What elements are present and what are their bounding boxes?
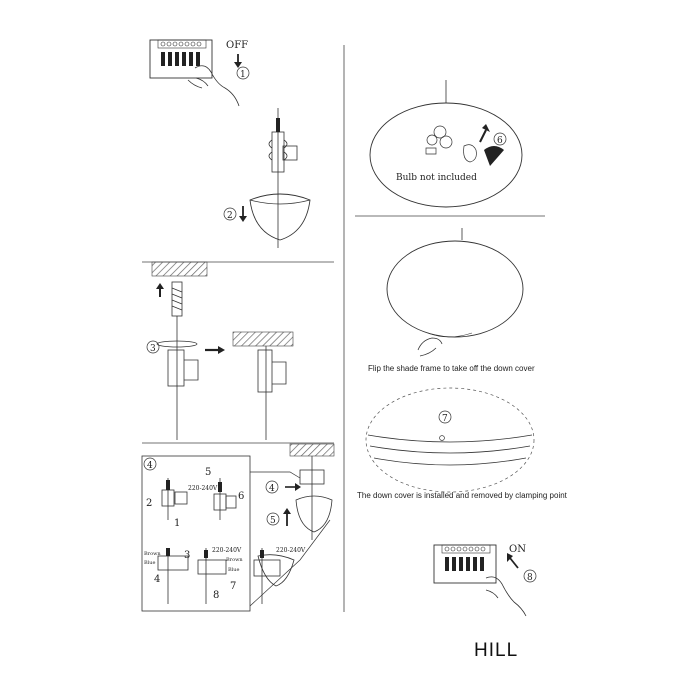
off-label: OFF — [226, 40, 248, 51]
svg-text:7: 7 — [230, 581, 236, 592]
step1-switch-off: OFF 1 — [149, 39, 250, 107]
svg-text:5: 5 — [270, 516, 276, 526]
svg-text:220-240V: 220-240V — [212, 547, 242, 554]
svg-text:1: 1 — [240, 70, 246, 80]
hand — [187, 65, 240, 107]
step4-wiring: 4 2 1 5 6 220-240V — [141, 443, 335, 612]
svg-text:7: 7 — [442, 414, 448, 424]
flip-shade — [386, 228, 524, 357]
step3-ceiling-fix: 3 — [146, 261, 294, 440]
svg-text:220-240V: 220-240V — [188, 485, 218, 492]
anchor-bolt — [171, 281, 183, 317]
svg-text:4: 4 — [147, 461, 153, 471]
svg-text:5: 5 — [205, 467, 211, 478]
clamp-note: The down cover is installed and removed … — [357, 491, 567, 500]
flip-note: Flip the shade frame to take off the dow… — [368, 364, 535, 373]
canopy-dome-2 — [295, 495, 333, 533]
svg-text:4: 4 — [154, 574, 160, 585]
step8-switch-on: ON 8 — [433, 544, 537, 617]
ceiling-hatch-left — [151, 261, 208, 277]
brand-name: HILL — [474, 640, 519, 661]
svg-text:8: 8 — [213, 590, 219, 601]
svg-text:3: 3 — [150, 344, 156, 354]
svg-text:220-240V: 220-240V — [276, 547, 306, 554]
shade-globe — [386, 240, 524, 338]
svg-text:2: 2 — [227, 211, 233, 221]
canopy-dome — [249, 193, 311, 241]
svg-text:6: 6 — [497, 136, 503, 146]
svg-text:3: 3 — [184, 550, 190, 561]
svg-text:Brown: Brown — [226, 557, 243, 563]
step7-clamp: 7 — [365, 387, 535, 493]
bulb-note: Bulb not included — [396, 173, 477, 183]
pendant-shade — [369, 102, 523, 208]
svg-text:Blue: Blue — [144, 560, 155, 566]
step6-bulb: 6 Bulb not included — [369, 80, 523, 208]
svg-text:1: 1 — [174, 518, 180, 529]
down-cover — [365, 387, 535, 493]
svg-text:2: 2 — [146, 498, 152, 509]
wiring-detail-box — [141, 455, 251, 612]
svg-text:4: 4 — [269, 484, 275, 494]
ceiling-hatch-right — [232, 331, 294, 347]
svg-text:6: 6 — [238, 491, 244, 502]
hand-on — [485, 576, 527, 617]
on-label: ON — [509, 544, 526, 555]
terminal-block — [268, 131, 298, 173]
svg-text:Blue: Blue — [228, 567, 239, 573]
svg-text:8: 8 — [527, 573, 533, 583]
step2-lower-canopy: 2 — [223, 108, 311, 248]
hand-flip — [417, 337, 443, 357]
svg-text:Brown: Brown — [144, 551, 161, 557]
panel-dividers — [142, 45, 545, 612]
